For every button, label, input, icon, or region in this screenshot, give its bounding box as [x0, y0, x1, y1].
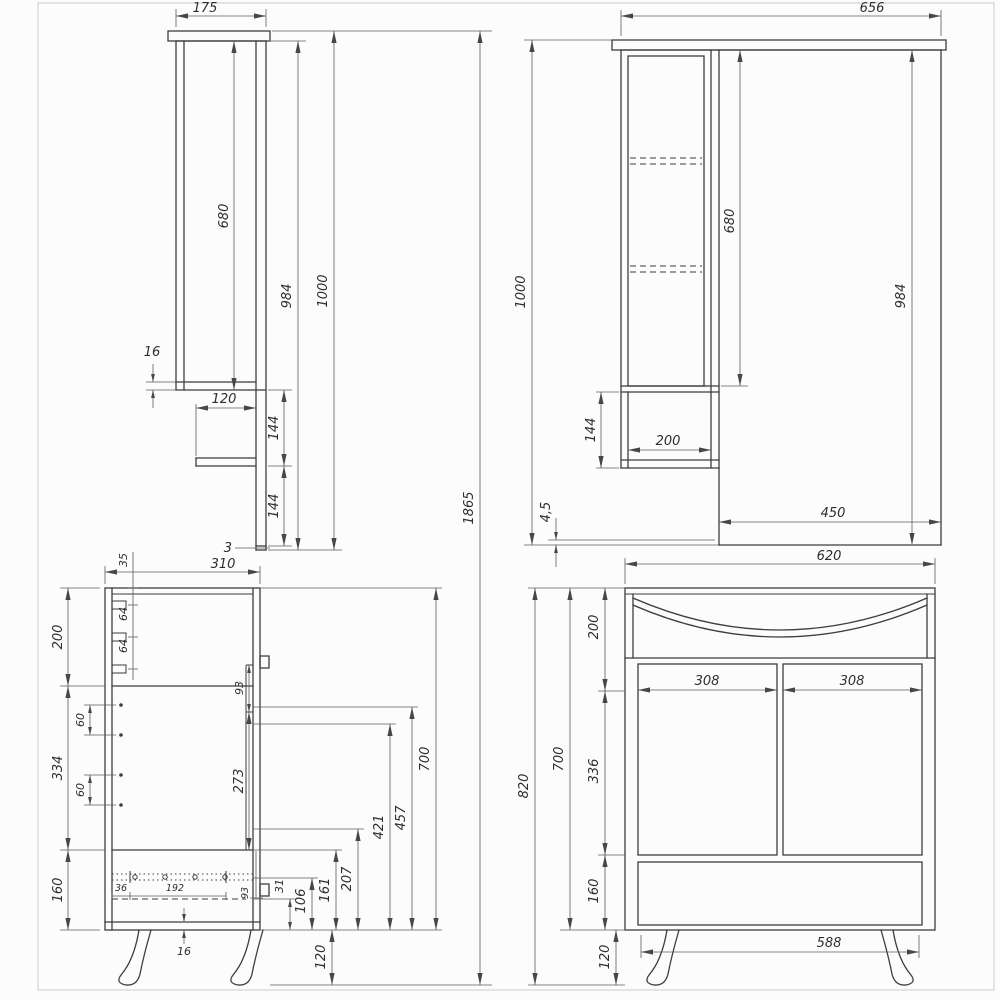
dim-31: 31 [273, 879, 286, 893]
dim-mirror-shelf-depth: 120 [212, 392, 237, 407]
dim-mirror-trim: 3 [224, 541, 232, 556]
dim-base-drawer-section-side: 160 [51, 878, 66, 903]
dim-base-middle-section-front: 336 [587, 759, 602, 784]
dim-door-width-right: 308 [840, 674, 865, 689]
dim-mirror-bottom-gap: 4,5 [539, 502, 554, 523]
dim-base-middle-section-side: 334 [51, 756, 66, 781]
dim-mirror-shelf-gap: 144 [584, 418, 599, 443]
dim-106: 106 [294, 889, 309, 914]
dim-421: 421 [372, 815, 387, 840]
dim-hinge-gap-upper: 64 [117, 607, 130, 621]
dim-mirror-panel-height-front: 984 [894, 284, 909, 309]
dim-base-height-side: 700 [418, 747, 433, 772]
dim-pin-gap-upper: 60 [74, 713, 87, 727]
base-cabinet-front-view: 620 200 336 160 308 308 700 820 588 120 [517, 549, 936, 986]
dim-hinge-offset: 35 [117, 553, 130, 567]
dim-base-width: 620 [817, 549, 842, 564]
dim-slide-offset: 36 [115, 883, 127, 894]
dim-mirror-gap-lower: 144 [267, 494, 282, 519]
dim-base-top-section-side: 200 [51, 625, 66, 650]
dim-hinge-gap-lower: 64 [117, 639, 130, 653]
dim-mirror-width: 656 [860, 1, 885, 16]
dim-leg-span: 588 [817, 936, 842, 951]
dim-base-top-section-front: 200 [587, 615, 602, 640]
dim-drawer-front: 93 [240, 887, 251, 899]
dim-base-total-height: 820 [517, 774, 532, 799]
overall-height-dimension: 1865 [270, 30, 492, 986]
dim-mirror-bottom-thickness: 16 [144, 345, 161, 360]
dim-mirror-depth: 175 [193, 1, 218, 16]
sheet-frame [37, 2, 995, 991]
dim-mirror-panel-height-side: 984 [280, 284, 295, 309]
dim-door-span: 273 [232, 769, 247, 794]
dim-mirror-total-height-front: 1000 [514, 275, 529, 308]
mirror-cabinet-side-view: 175 680 16 120 144 144 3 984 1000 [144, 1, 342, 556]
dim-mirror-glass-width: 450 [821, 506, 846, 521]
dim-mirror-total-height-side: 1000 [316, 274, 331, 307]
dim-mirror-cabinet-height-side: 680 [217, 204, 232, 229]
dim-mirror-gap-upper: 144 [267, 416, 282, 441]
dim-base-height-front: 700 [552, 747, 567, 772]
dim-door-width-left: 308 [695, 674, 720, 689]
dim-pin-gap-lower: 60 [74, 783, 87, 797]
dim-slide-length: 192 [166, 883, 184, 894]
dim-161: 161 [318, 878, 333, 903]
dim-base-leg-height-front: 120 [598, 945, 613, 970]
dim-base-depth: 310 [211, 557, 236, 572]
dim-handle-offset: 93 [233, 681, 246, 695]
dim-457: 457 [394, 805, 409, 831]
dim-base-leg-height-side: 120 [314, 945, 329, 970]
dim-overall-height: 1865 [462, 491, 477, 524]
dim-207: 207 [340, 866, 355, 892]
dim-base-drawer-section-front: 160 [587, 879, 602, 904]
dim-base-bottom-thickness: 16 [177, 945, 191, 958]
base-cabinet-side-view: 310 35 64 64 200 334 160 60 60 93 273 [51, 552, 442, 986]
dim-mirror-cabinet-height-front: 680 [723, 209, 738, 234]
mirror-cabinet-front-view: 656 680 144 200 450 984 1000 4,5 [514, 1, 947, 567]
dim-mirror-cabinet-width: 200 [656, 434, 681, 449]
